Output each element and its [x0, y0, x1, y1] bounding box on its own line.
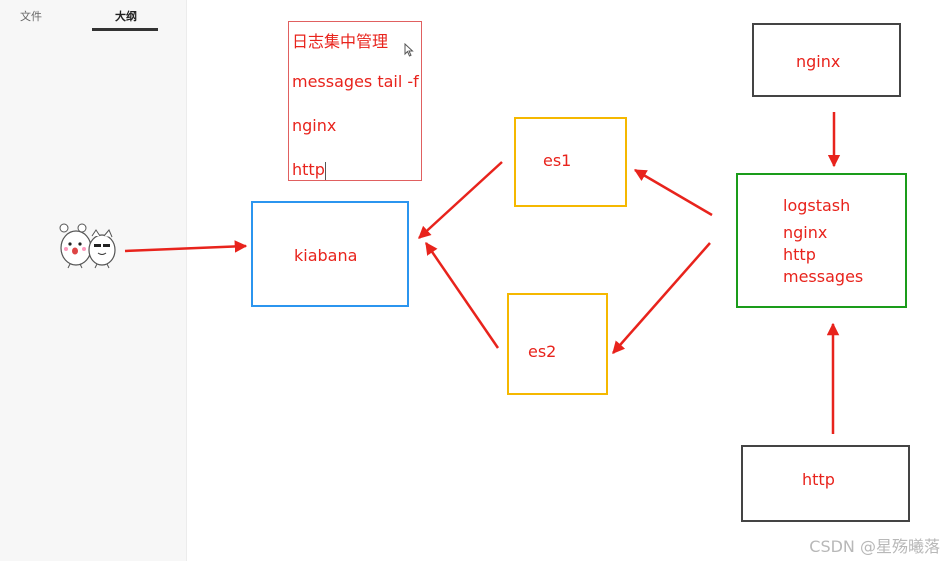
node-http-label: http: [802, 470, 835, 489]
node-es1[interactable]: [514, 117, 627, 207]
note-line-nginx: nginx: [292, 116, 337, 135]
mascot-sticker-icon: [59, 223, 116, 269]
note-line-http: http: [292, 160, 325, 179]
active-tab-indicator: [92, 28, 158, 31]
outline-sidebar: 文件 大纲: [0, 0, 187, 561]
note-line-messages: messages tail -f: [292, 72, 419, 91]
note-box[interactable]: 日志集中管理 messages tail -f nginx http: [288, 21, 422, 181]
node-nginx-label: nginx: [796, 52, 841, 71]
node-es1-label: es1: [543, 151, 572, 170]
arrow-es2-to-kiabana: [424, 241, 500, 349]
watermark: CSDN @星殇曦落: [809, 537, 940, 556]
arrow-logstash-to-es1: [633, 168, 713, 217]
node-logstash-line-messages: messages: [783, 267, 864, 286]
node-http[interactable]: [741, 445, 910, 522]
arrow-logstash-to-es2: [612, 242, 711, 354]
arrow-mascot-to-kiabana: [124, 240, 248, 253]
arrow-es1-to-kiabana: [418, 161, 503, 239]
node-es2[interactable]: [507, 293, 608, 395]
node-logstash-label: logstash: [783, 196, 851, 215]
text-cursor: [325, 162, 326, 180]
node-kiabana-label: kiabana: [294, 246, 358, 265]
tab-outline[interactable]: 大纲: [115, 10, 137, 23]
note-line-title: 日志集中管理: [292, 32, 389, 51]
node-es2-label: es2: [528, 342, 557, 361]
mouse-pointer-icon: [404, 43, 414, 57]
node-nginx[interactable]: [752, 23, 901, 97]
node-logstash[interactable]: [736, 173, 907, 308]
tab-file[interactable]: 文件: [20, 10, 42, 23]
node-kiabana[interactable]: [251, 201, 409, 307]
node-logstash-line-nginx: nginx: [783, 223, 828, 242]
node-logstash-line-http: http: [783, 245, 816, 264]
